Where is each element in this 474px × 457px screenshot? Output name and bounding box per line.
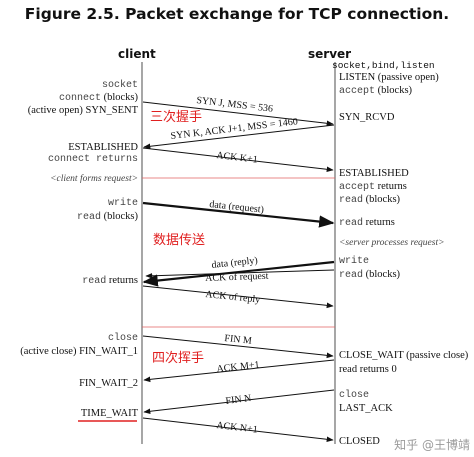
data-request-arrow bbox=[142, 201, 335, 228]
server-socket-bind-listen: socket,bind,listen bbox=[332, 60, 435, 71]
ack-request-arrow bbox=[145, 269, 335, 279]
client-close: close bbox=[107, 333, 138, 344]
client-time-wait: TIME_WAIT bbox=[80, 408, 138, 419]
server-accept-blocks: accept (blocks) bbox=[339, 85, 413, 97]
client-write: write bbox=[107, 198, 138, 209]
client-established: ESTABLISHED bbox=[68, 142, 138, 153]
server-header: server bbox=[308, 47, 352, 61]
client-connect-returns: connect returns bbox=[47, 154, 138, 165]
server-processes-request: <server processes request> bbox=[339, 238, 445, 248]
three-way-handshake-label: 三次握手 bbox=[150, 110, 203, 125]
client-fin-wait-1: (active close) FIN_WAIT_1 bbox=[20, 346, 138, 357]
data-transfer-label: 数据传送 bbox=[153, 233, 206, 248]
server-syn-rcvd: SYN_RCVD bbox=[339, 112, 395, 123]
fin-m-arrow bbox=[142, 335, 334, 359]
figure-title: Figure 2.5. Packet exchange for TCP conn… bbox=[24, 5, 450, 23]
client-read-returns: read returns bbox=[82, 275, 138, 287]
fin-n-arrow bbox=[143, 389, 335, 415]
server-closed: CLOSED bbox=[339, 436, 380, 447]
four-way-wave-label: 四次挥手 bbox=[152, 351, 205, 366]
server-write: write bbox=[339, 256, 370, 267]
ack-n-arrow bbox=[142, 417, 334, 443]
client-header: client bbox=[118, 47, 156, 61]
client-syn-sent: (active open) SYN_SENT bbox=[27, 105, 138, 116]
client-forms-request: <client forms request> bbox=[50, 174, 138, 184]
client-fin-wait-2: FIN_WAIT_2 bbox=[79, 378, 138, 389]
client-read-blocks: read (blocks) bbox=[76, 211, 138, 223]
ack-m-arrow bbox=[143, 359, 335, 383]
msg-ack-of-request: ACK of request bbox=[205, 270, 269, 284]
server-last-ack: LAST_ACK bbox=[339, 403, 393, 414]
server-listen: LISTEN (passive open) bbox=[339, 72, 439, 83]
server-read-blocks-2: read (blocks) bbox=[339, 269, 401, 281]
server-established: ESTABLISHED bbox=[339, 168, 409, 179]
syn-j-arrow bbox=[142, 101, 334, 127]
server-read-blocks: read (blocks) bbox=[339, 194, 401, 206]
server-close-wait: CLOSE_WAIT (passive close) bbox=[339, 350, 469, 361]
data-reply-arrow bbox=[142, 260, 335, 287]
syn-k-arrow bbox=[143, 124, 335, 150]
watermark: 知乎 @王博靖 bbox=[394, 438, 470, 452]
ack-reply-arrow bbox=[142, 285, 334, 309]
server-close: close bbox=[339, 390, 370, 401]
client-connect-blocks: connect (blocks) bbox=[58, 92, 138, 104]
server-read-returns-0: read returns 0 bbox=[339, 364, 397, 375]
ack-k-arrow bbox=[142, 147, 334, 173]
server-accept-returns: accept returns bbox=[339, 181, 407, 193]
server-read-returns: read returns bbox=[339, 217, 395, 229]
client-socket: socket bbox=[101, 80, 138, 91]
